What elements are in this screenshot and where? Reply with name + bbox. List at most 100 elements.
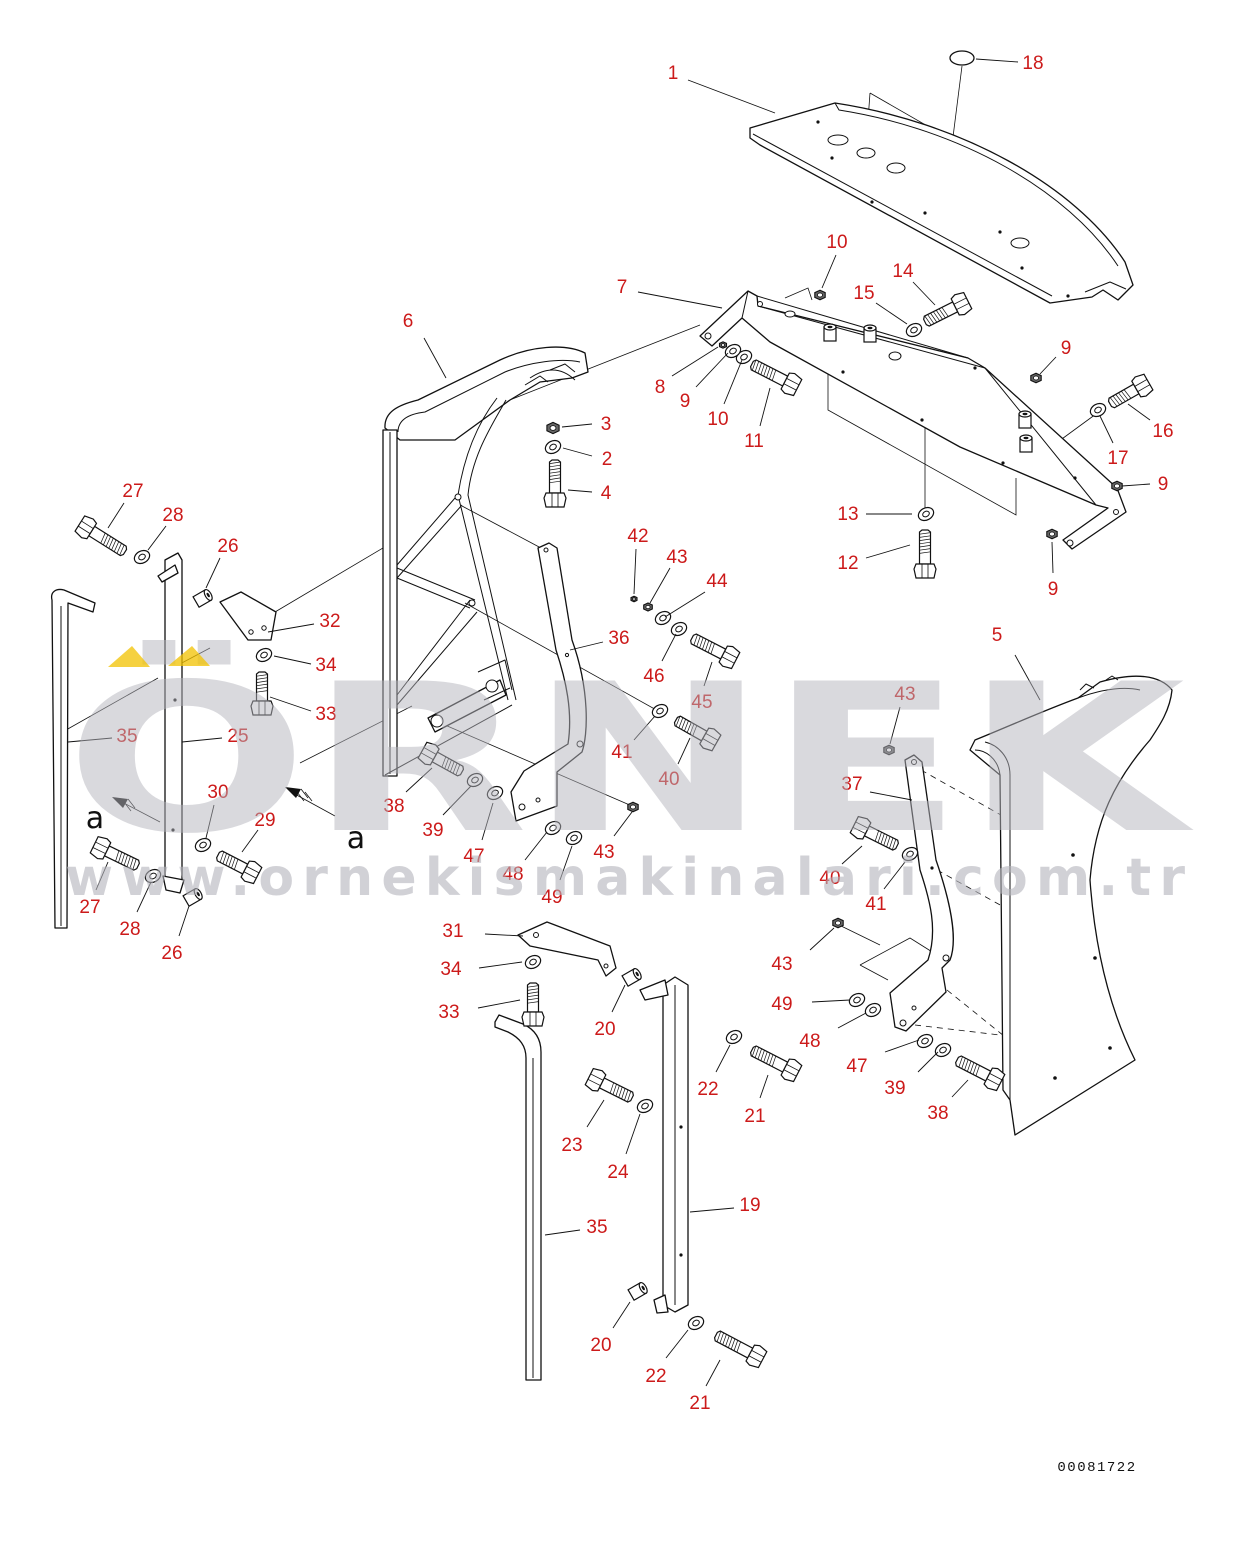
bolt-21-upper: [749, 1045, 803, 1083]
callout-37: 37: [841, 774, 862, 795]
leader-line-19: [689, 1207, 735, 1213]
nut-10: [814, 289, 826, 301]
callout-9: 9: [1048, 579, 1059, 600]
callout-48: 48: [502, 864, 523, 885]
callout-11: 11: [744, 431, 764, 452]
watermark-brand: ÖRNEK: [65, 640, 1195, 879]
leader-line-15: [875, 302, 908, 325]
bolt-12: [913, 529, 937, 579]
washer-48-left: [544, 820, 562, 836]
part-5-side-panel: [969, 675, 1173, 1136]
part-31-bracket: [517, 921, 617, 977]
leader-line-32: [267, 623, 315, 633]
leader-line-1: [687, 79, 776, 114]
callout-41: 41: [865, 894, 886, 915]
spacer-20-lower: [627, 1281, 648, 1302]
leader-line-45: [703, 661, 713, 687]
callout-48: 48: [799, 1031, 820, 1052]
callout-34: 34: [440, 959, 462, 980]
washer-28-upper: [133, 549, 151, 565]
callout-9: 9: [1061, 338, 1072, 359]
leader-line-49: [559, 845, 573, 881]
washer-41-right: [901, 846, 919, 862]
callout-41: 41: [611, 742, 632, 763]
leader-line-24: [625, 1113, 641, 1155]
nut-43-b: [883, 744, 895, 756]
leader-line-8: [671, 346, 719, 377]
callout-8: 8: [655, 377, 666, 398]
callout-30: 30: [207, 782, 228, 803]
part-19-strap: [639, 976, 689, 1314]
callout-44: 44: [706, 571, 728, 592]
leader-line-26: [205, 557, 221, 589]
callout-49: 49: [541, 887, 562, 908]
part-6-frame: [382, 346, 589, 777]
callout-28: 28: [162, 505, 183, 526]
leader-line-37: [869, 791, 913, 801]
callout-27: 27: [122, 481, 143, 502]
leader-line-33: [269, 696, 312, 712]
part-36-arm: [510, 542, 587, 822]
callout-47: 47: [846, 1056, 867, 1077]
leader-line-9: [695, 352, 729, 388]
callout-10: 10: [826, 232, 847, 253]
leader-line-40: [677, 737, 691, 765]
callout-21: 21: [744, 1106, 765, 1127]
spacer-bracket-d: [1019, 434, 1033, 453]
leader-line-20: [612, 1301, 631, 1329]
view-marker-a-right: a: [347, 821, 365, 856]
callout-43: 43: [894, 684, 915, 705]
leader-line-35: [544, 1229, 581, 1236]
leader-line-38: [405, 767, 433, 793]
callout-43: 43: [771, 954, 792, 975]
callout-39: 39: [422, 820, 443, 841]
part-35-rod-left: [50, 588, 96, 929]
callout-4: 4: [601, 483, 612, 504]
leader-line-6: [423, 337, 447, 379]
bolt-38-left: [417, 741, 465, 777]
view-marker-a-left: a: [86, 801, 104, 836]
callout-18: 18: [1022, 53, 1043, 74]
part-7-support-bracket: [699, 290, 1127, 550]
leader-line-41: [633, 715, 656, 741]
bolt-4: [543, 459, 567, 508]
washer-34-upper: [255, 647, 273, 663]
leader-line-49: [811, 999, 851, 1003]
leader-line-43: [649, 567, 671, 604]
callout-40: 40: [658, 769, 679, 790]
callout-35: 35: [586, 1217, 607, 1238]
spacer-20-upper: [621, 967, 642, 988]
bolt-45: [690, 633, 741, 670]
callout-16: 16: [1152, 421, 1173, 442]
bolt-16: [1107, 373, 1154, 409]
callout-7: 7: [617, 277, 628, 298]
leader-line-30: [205, 804, 215, 839]
nut-9-b: [1111, 480, 1123, 492]
callout-20: 20: [590, 1335, 611, 1356]
callout-14: 14: [892, 261, 914, 282]
bolt-14: [923, 291, 973, 327]
leader-line-23: [586, 1099, 605, 1128]
callout-3: 3: [601, 414, 612, 435]
leader-line-14: [912, 281, 936, 306]
leader-line-27: [107, 502, 125, 529]
callout-31: 31: [442, 921, 463, 942]
bolt-11: [749, 359, 803, 397]
leader-line-9: [1039, 356, 1057, 375]
leader-line-5: [1014, 654, 1041, 701]
callout-33: 33: [438, 1002, 459, 1023]
callout-32: 32: [319, 611, 340, 632]
bolt-23: [584, 1067, 634, 1103]
drawing-number: 00081722: [1057, 1460, 1136, 1476]
washer-10: [735, 349, 753, 365]
washer-46: [670, 621, 688, 637]
callout-17: 17: [1107, 448, 1128, 469]
callout-49: 49: [771, 994, 792, 1015]
washer-22-lower: [687, 1315, 705, 1331]
callout-23: 23: [561, 1135, 582, 1156]
washer-34-lower: [524, 954, 542, 970]
callout-33: 33: [315, 704, 336, 725]
nut-9-a: [1030, 372, 1042, 384]
